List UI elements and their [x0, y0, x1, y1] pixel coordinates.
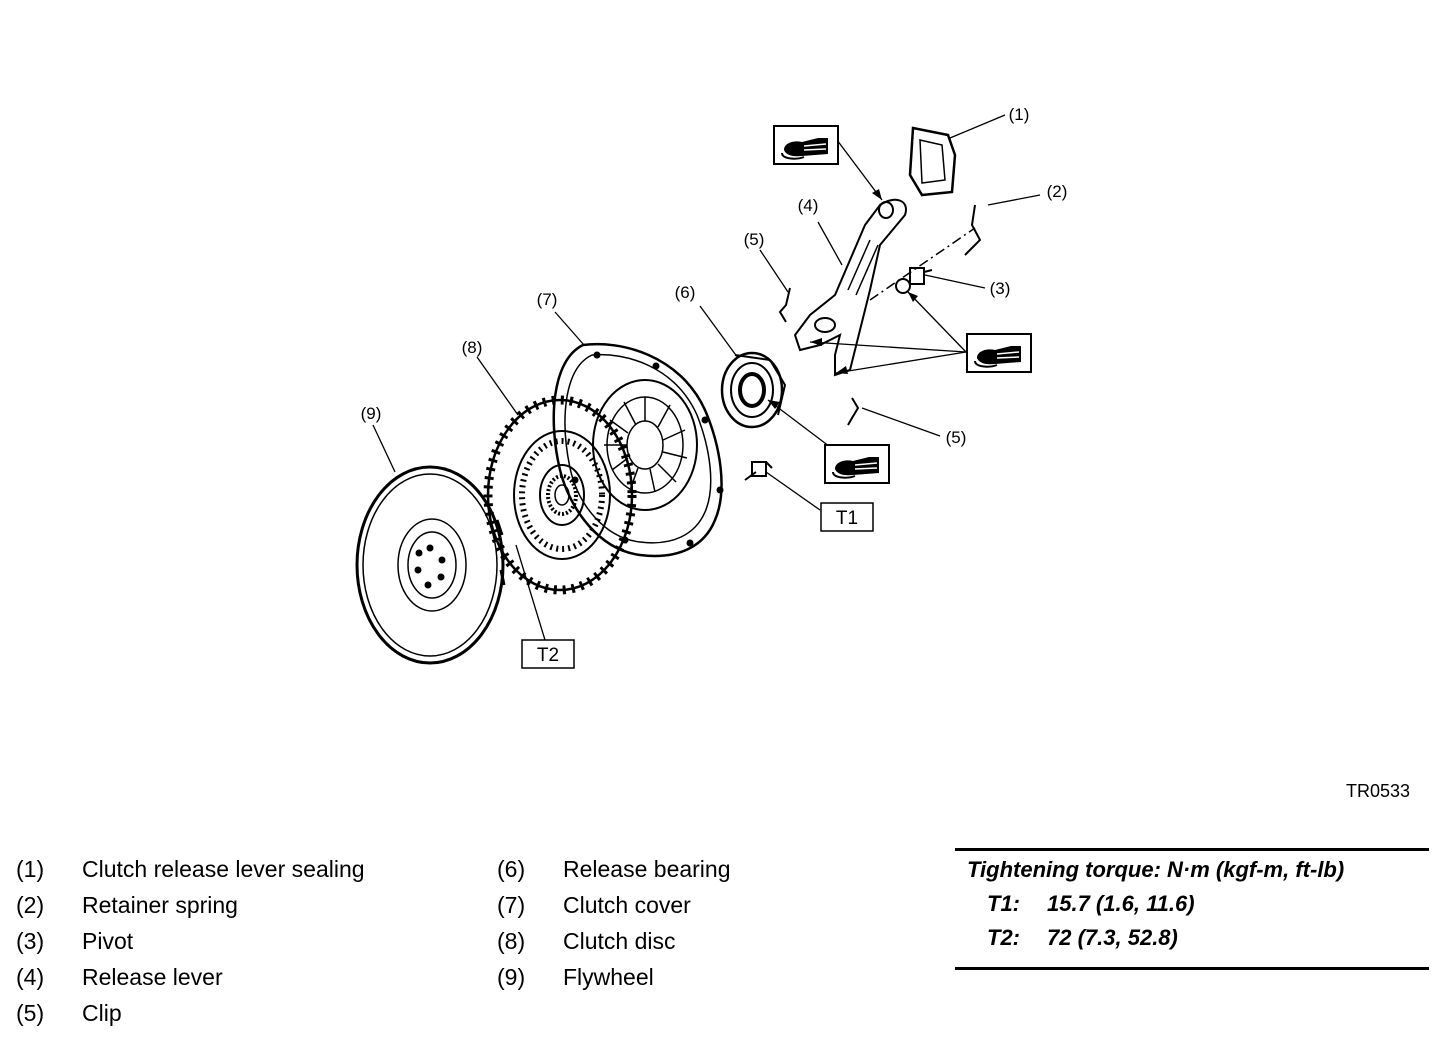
clip-upper	[778, 287, 791, 323]
legend-item: (6) Release bearing	[497, 856, 731, 892]
release-lever-sealing	[908, 126, 957, 197]
legend-label: Clip	[82, 1000, 122, 1026]
leader-arrowheads	[768, 189, 918, 409]
legend-right-column: (6) Release bearing (7) Clutch cover (8) Cl…	[497, 856, 731, 1000]
callout-1: (1)	[1009, 105, 1030, 124]
grease-application-icon	[824, 444, 890, 484]
legend-number: (3)	[16, 928, 45, 954]
legend-number: (7)	[497, 892, 526, 918]
legend-item: (9) Flywheel	[497, 964, 731, 1000]
tightening-torque-table: Tightening torque: N·m (kgf-m, ft-lb) T1…	[955, 848, 1429, 970]
legend-item: (5) Clip	[16, 1000, 365, 1036]
callout-5-lower: (5)	[946, 428, 967, 447]
pivot	[895, 267, 933, 294]
legend-number: (6)	[497, 856, 526, 882]
callout-9: (9)	[361, 404, 382, 423]
retainer-spring	[964, 204, 982, 256]
legend-item: (7) Clutch cover	[497, 892, 731, 928]
grease-application-icon	[966, 333, 1032, 373]
clip-lower	[847, 397, 860, 426]
callout-4: (4)	[798, 196, 819, 215]
legend-number: (5)	[16, 1000, 45, 1026]
torque-tag-t1: T1	[820, 502, 874, 532]
torque-table-title: Tightening torque: N·m (kgf-m, ft-lb)	[967, 857, 1345, 882]
callout-2: (2)	[1047, 182, 1068, 201]
callout-8: (8)	[462, 338, 483, 357]
legend-item: (8) Clutch disc	[497, 928, 731, 964]
clutch-cover	[552, 342, 724, 558]
legend-number: (4)	[16, 964, 45, 990]
legend-label: Release bearing	[563, 856, 731, 882]
callout-6: (6)	[675, 283, 696, 302]
exploded-clutch-diagram: T1 T2 (1) (2) (3) (4) (5) (5) (6) (7) (8…	[355, 105, 1068, 669]
legend-number: (8)	[497, 928, 526, 954]
release-bearing	[720, 351, 787, 429]
release-lever	[793, 198, 907, 377]
torque-key: T1:	[987, 891, 1020, 916]
legend-item: (1) Clutch release lever sealing	[16, 856, 365, 892]
callout-3: (3)	[990, 279, 1011, 298]
leader-lines	[372, 114, 1041, 641]
legend-label: Flywheel	[563, 964, 654, 990]
torque-key: T2:	[987, 925, 1020, 950]
pivot-axis-line	[869, 227, 976, 301]
legend-label: Release lever	[82, 964, 223, 990]
legend-label: Retainer spring	[82, 892, 238, 918]
callout-5-upper: (5)	[744, 230, 765, 249]
legend-label: Pivot	[82, 928, 134, 954]
torque-tag-t2-text: T2	[537, 645, 559, 666]
torque-tag-t1-text: T1	[836, 508, 858, 529]
legend-item: (2) Retainer spring	[16, 892, 365, 928]
legend-label: Clutch disc	[563, 928, 676, 954]
legend-item: (3) Pivot	[16, 928, 365, 964]
grease-application-icon	[773, 125, 839, 165]
torque-tag-t2: T2	[521, 639, 575, 669]
clutch-disc	[483, 395, 637, 595]
legend-number: (9)	[497, 964, 526, 990]
torque-value: 72 (7.3, 52.8)	[1047, 925, 1178, 950]
cover-bolt-t1	[744, 461, 773, 481]
legend-number: (1)	[16, 856, 45, 882]
figure-id: TR0533	[1346, 781, 1411, 801]
legend-item: (4) Release lever	[16, 964, 365, 1000]
torque-row: T2: 72 (7.3, 52.8)	[955, 925, 1429, 959]
torque-value: 15.7 (1.6, 11.6)	[1047, 891, 1195, 916]
torque-row: T1: 15.7 (1.6, 11.6)	[955, 891, 1429, 925]
legend-label: Clutch release lever sealing	[82, 856, 365, 882]
callout-7: (7)	[537, 290, 558, 309]
legend-number: (2)	[16, 892, 45, 918]
flywheel	[355, 465, 506, 665]
legend-label: Clutch cover	[563, 892, 691, 918]
legend-left-column: (1) Clutch release lever sealing (2) Retai…	[16, 856, 365, 1036]
